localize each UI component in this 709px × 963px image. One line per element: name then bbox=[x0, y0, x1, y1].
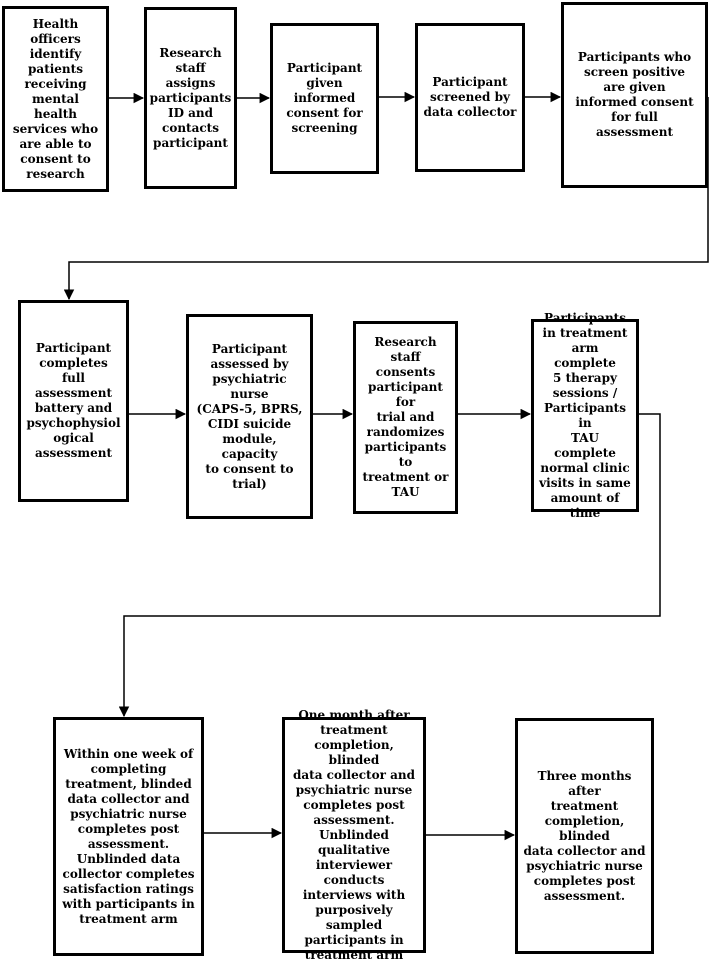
step-therapy-sessions: Participants in treatment arm complete 5… bbox=[531, 311, 639, 520]
step-trial-consent-randomize-label: Research staff consents participant for … bbox=[362, 335, 449, 499]
step-therapy-sessions-label: Participants in treatment arm complete 5… bbox=[539, 310, 631, 520]
arrow-step5-to-step6 bbox=[63, 97, 709, 301]
step-screened: Participant screened by data collector bbox=[415, 23, 525, 172]
step-identify-patients: Health officers identify patients receiv… bbox=[2, 6, 109, 192]
step-nurse-assessment: Participant assessed by psychiatric nurs… bbox=[186, 314, 313, 519]
step-screened-label: Participant screened by data collector bbox=[423, 75, 517, 119]
step-full-assessment-consent: Participants who screen positive are giv… bbox=[561, 2, 708, 188]
step-one-month-post: One month after treatment completion, bl… bbox=[282, 708, 426, 962]
step-screening-consent: Participant given informed consent for s… bbox=[270, 23, 379, 174]
step-assign-id: Research staff assigns participants ID a… bbox=[144, 7, 237, 189]
step-three-month-post-label: Three months after treatment completion,… bbox=[523, 768, 646, 903]
step-trial-consent-randomize: Research staff consents participant for … bbox=[353, 321, 458, 514]
step-full-assessment-label: Participant completes full assessment ba… bbox=[26, 341, 121, 460]
step-assign-id-label: Research staff assigns participants ID a… bbox=[149, 45, 232, 150]
step-three-month-post: Three months after treatment completion,… bbox=[515, 718, 654, 954]
step-full-assessment: Participant completes full assessment ba… bbox=[18, 300, 129, 502]
step-one-week-post-label: Within one week of completing treatment,… bbox=[62, 746, 195, 926]
step-one-week-post: Within one week of completing treatment,… bbox=[53, 717, 204, 956]
arrow-step9-to-step10 bbox=[118, 413, 661, 718]
step-identify-patients-label: Health officers identify patients receiv… bbox=[12, 16, 99, 181]
step-nurse-assessment-label: Participant assessed by psychiatric nurs… bbox=[196, 341, 303, 491]
step-full-assessment-consent-label: Participants who screen positive are giv… bbox=[575, 50, 694, 139]
step-screening-consent-label: Participant given informed consent for s… bbox=[286, 61, 363, 135]
step-one-month-post-label: One month after treatment completion, bl… bbox=[293, 707, 415, 962]
